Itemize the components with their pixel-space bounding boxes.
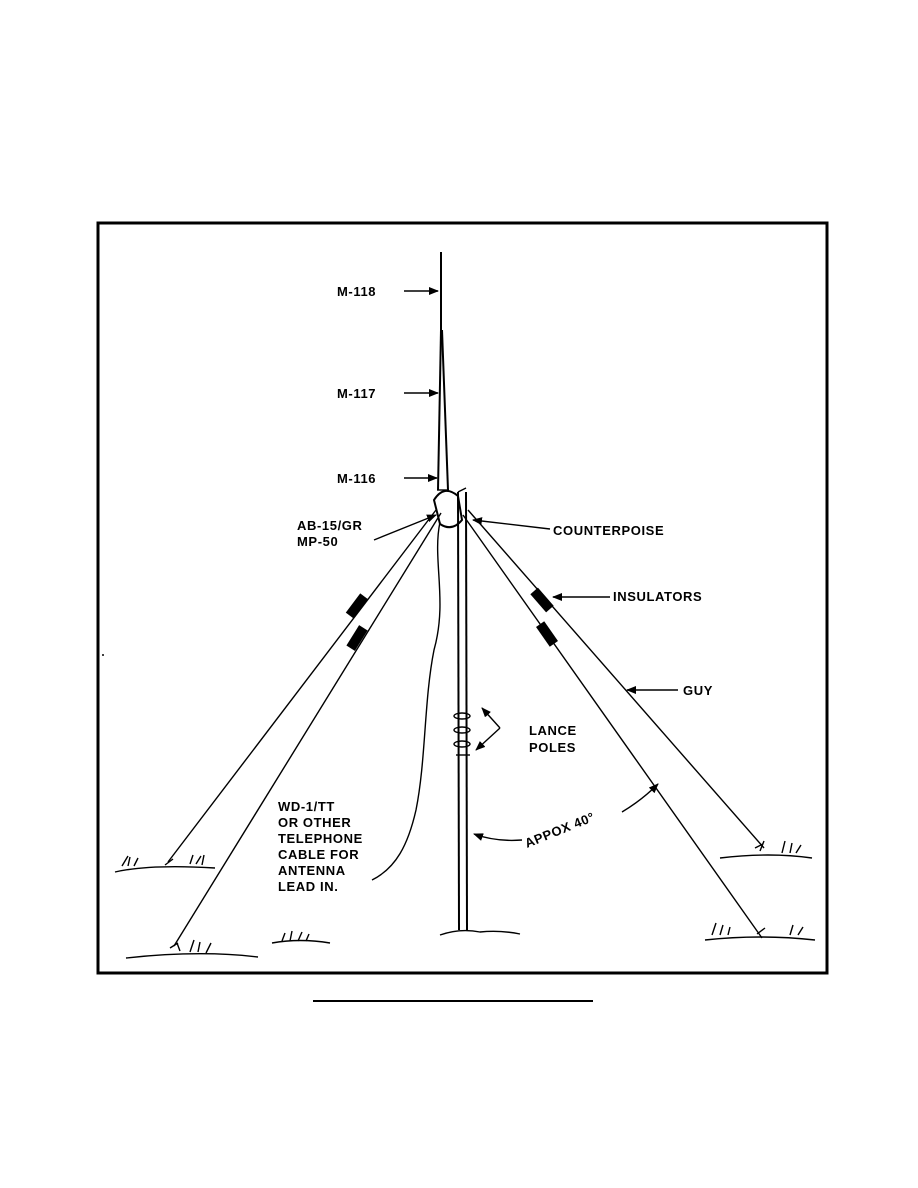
label-cable-line-3: TELEPHONE bbox=[278, 831, 363, 846]
label-guy: GUY bbox=[683, 683, 713, 698]
label-ab15: AB-15/GR bbox=[297, 518, 362, 533]
mp50-arrow bbox=[373, 514, 437, 541]
label-approx-angle: APPOX 40° bbox=[523, 809, 597, 851]
label-cable-line-2: OR OTHER bbox=[278, 815, 351, 830]
approx-arrow-guy bbox=[621, 783, 659, 813]
label-poles: POLES bbox=[529, 740, 576, 755]
label-m117: M-117 bbox=[337, 386, 376, 401]
antenna-mount-base bbox=[432, 489, 464, 529]
label-m116: M-116 bbox=[337, 471, 376, 486]
counterpoise-arrow bbox=[472, 517, 551, 530]
ground-tufts bbox=[114, 840, 816, 959]
label-mp50: MP-50 bbox=[297, 534, 338, 549]
antenna-whip bbox=[437, 252, 449, 491]
lance-arrow-bottom bbox=[475, 727, 501, 751]
label-insulators: INSULATORS bbox=[613, 589, 702, 604]
label-cable-line-4: CABLE FOR bbox=[278, 847, 359, 862]
guy-wires bbox=[167, 509, 765, 947]
label-cable-line-6: LEAD IN. bbox=[278, 879, 338, 894]
label-lance: LANCE bbox=[529, 723, 577, 738]
lead-in-cable bbox=[371, 521, 441, 881]
label-cable-line-1: WD-1/TT bbox=[278, 799, 335, 814]
label-cable-line-5: ANTENNA bbox=[278, 863, 346, 878]
approx-arrow-pole bbox=[473, 833, 523, 842]
lance-arrow-top bbox=[481, 707, 501, 729]
figure-frame bbox=[96, 221, 829, 975]
label-leaders bbox=[373, 287, 678, 842]
label-m118: M-118 bbox=[337, 284, 376, 299]
lance-pole bbox=[453, 487, 471, 931]
label-counterpoise: COUNTERPOISE bbox=[553, 523, 664, 538]
ground-pole-base bbox=[439, 929, 521, 936]
insulators bbox=[345, 587, 558, 651]
